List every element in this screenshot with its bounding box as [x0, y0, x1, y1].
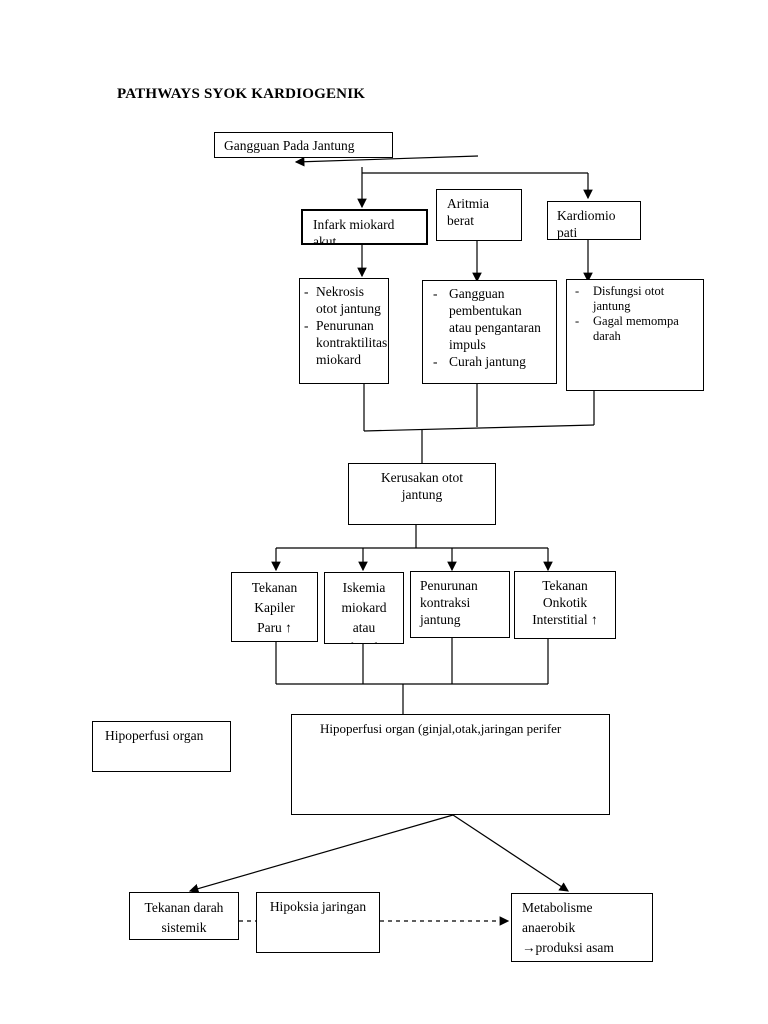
node-hipoperfusi-main: Hipoperfusi organ (ginjal,otak,jaringan … — [291, 714, 610, 815]
node-hipoksia: Hipoksia jaringan — [256, 892, 380, 953]
node-kerusakan: Kerusakan otot jantung — [348, 463, 496, 525]
node-gangguan-jantung: Gangguan Pada Jantung — [214, 132, 393, 158]
node-tekanan-onkotik: Tekanan Onkotik Interstitial ↑ — [514, 571, 616, 639]
node-infark-miokard: Infark miokard akut — [301, 209, 428, 245]
node-tekanan-darah: Tekanan darah sistemik — [129, 892, 239, 940]
node-nekrosis: Nekrosis otot jantung Penurunan kontrakt… — [299, 278, 389, 384]
node-tekanan-kapiler: Tekanan Kapiler Paru ↑ — [231, 572, 318, 642]
node-aritmia: Aritmia berat — [436, 189, 522, 241]
page-title: PATHWAYS SYOK KARDIOGENIK — [117, 86, 366, 102]
node-penurunan-kontraksi: Penurunan kontraksi jantung — [410, 571, 510, 638]
node-iskemia: Iskemia miokard atau sekunder — [324, 572, 404, 644]
node-disfungsi: Disfungsi otot jantung Gagal memompa dar… — [566, 279, 704, 391]
node-gangguan-impuls: Gangguan pembentukan atau pengantaran im… — [422, 280, 557, 384]
node-kardiomiopati: Kardiomio pati — [547, 201, 641, 240]
node-metabolisme: Metabolisme anaerobik →produksi asam — [511, 893, 653, 962]
node-hipoperfusi-left: Hipoperfusi organ — [92, 721, 231, 772]
